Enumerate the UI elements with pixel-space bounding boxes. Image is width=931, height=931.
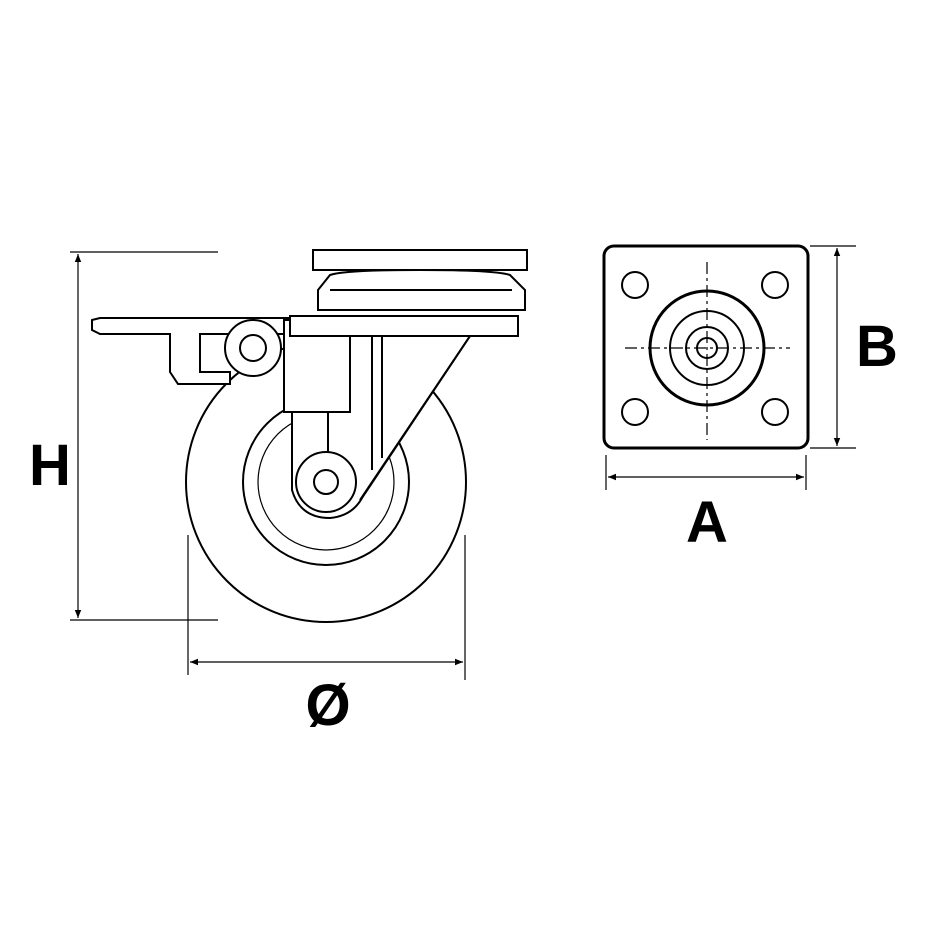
plate-width-dimension: A: [605, 455, 807, 555]
height-dimension: H: [29, 251, 218, 621]
mounting-hole: [761, 398, 789, 426]
mounting-hole: [621, 271, 649, 299]
mounting-hole: [761, 271, 789, 299]
diameter-label: Ø: [305, 673, 350, 738]
height-label: H: [29, 433, 71, 498]
top-plate-view: [602, 244, 810, 450]
swivel-head: [289, 249, 528, 337]
brake-lever: [91, 317, 291, 385]
plate-length-dimension: B: [810, 245, 898, 449]
mounting-hole: [621, 398, 649, 426]
plate-length-label: B: [856, 314, 898, 379]
diameter-dimension: Ø: [187, 535, 466, 738]
plate-width-label: A: [686, 490, 728, 555]
caster-side-view: [91, 249, 528, 623]
